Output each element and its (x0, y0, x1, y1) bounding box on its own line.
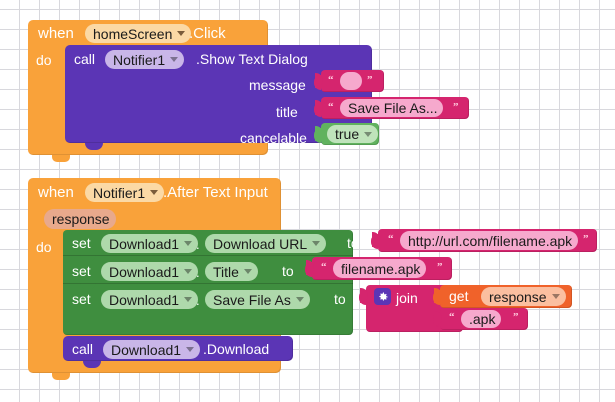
call-method-label: .Show Text Dialog (196, 51, 308, 67)
method-call-bottom-notch (85, 143, 103, 150)
text-block-title-value-plug (306, 260, 314, 275)
event2-component-dropdown[interactable]: Notifier1 (85, 183, 165, 202)
text-field-download-url-value: http://url.com/filename.apk (408, 232, 573, 249)
text-block-message-plug (315, 73, 323, 88)
text-field-title-value: Save File As... (348, 100, 438, 116)
close-quote-icon: ” (453, 101, 459, 113)
join-block-plug (360, 288, 368, 303)
call-component-label: Notifier1 (113, 51, 166, 68)
text-field-download-url[interactable]: http://url.com/filename.apk (400, 231, 579, 250)
call-2-component-label: Download1 (111, 341, 182, 358)
text-block-download-url-plug (372, 232, 380, 247)
setter-2-component-dropdown[interactable]: Download1 (101, 262, 199, 281)
get-label: get (449, 288, 469, 304)
text-field-apk[interactable]: .apk (461, 310, 502, 328)
setter-2-component-label: Download1 (109, 263, 180, 280)
close-quote-icon: ” (513, 311, 519, 323)
call-2-component-dropdown[interactable]: Download1 (103, 340, 201, 359)
open-quote-icon: “ (388, 233, 394, 245)
join-label: join (396, 290, 418, 306)
open-quote-icon: “ (321, 261, 327, 273)
setter-2-property-label: Title (213, 263, 239, 280)
set-label-3: set (72, 291, 91, 307)
text-field-title-value[interactable]: filename.apk (333, 259, 427, 278)
boolean-block-plug (315, 126, 323, 141)
arg-label-title: title (276, 104, 298, 120)
event-name-label: .Click (189, 25, 226, 42)
text-field-apk-value: .apk (469, 311, 496, 327)
to-label-2: to (282, 263, 294, 279)
event-block-bottom-notch (52, 155, 70, 162)
method-call-download-bottom-notch (83, 361, 101, 368)
set-label-2: set (72, 263, 91, 279)
get-variable-label: response (489, 288, 547, 305)
setter-2-dot: . (196, 265, 200, 280)
chevron-down-icon (243, 269, 252, 274)
boolean-dropdown-true[interactable]: true (327, 125, 379, 143)
setter-3-dot: . (196, 293, 200, 308)
when-label-2: when (38, 184, 74, 201)
call-component-dropdown[interactable]: Notifier1 (105, 50, 185, 69)
chevron-down-icon (170, 57, 179, 62)
chevron-down-icon (184, 297, 193, 302)
gear-icon[interactable] (374, 288, 391, 305)
open-quote-icon: “ (328, 74, 334, 86)
call-2-method-label: .Download (203, 341, 270, 357)
event-block2-bottom-notch (52, 373, 70, 380)
setter-row-2-divider (63, 283, 353, 284)
setter-2-property-dropdown[interactable]: Title (205, 262, 258, 281)
event-parameter-label: response (52, 211, 110, 227)
open-quote-icon: “ (328, 101, 334, 113)
setter-1-dot: . (196, 237, 200, 252)
chevron-down-icon (177, 31, 186, 36)
setter-3-property-label: Save File As (213, 291, 291, 308)
close-quote-icon: ” (437, 261, 443, 273)
event2-name-label: .After Text Input (163, 184, 268, 201)
arg-label-cancelable: cancelable (240, 130, 307, 146)
setter-1-component-label: Download1 (109, 235, 180, 252)
event-component-label: homeScreen (93, 25, 173, 42)
get-variable-dropdown[interactable]: response (481, 287, 566, 306)
text-block-apk-plug (434, 311, 442, 326)
event-component-dropdown[interactable]: homeScreen (85, 24, 192, 43)
call-label: call (74, 51, 96, 67)
close-quote-icon: ” (367, 74, 373, 86)
setter-3-component-label: Download1 (109, 291, 180, 308)
arg-label-message: message (249, 77, 306, 93)
open-quote-icon: “ (449, 311, 455, 323)
call-label-2: call (72, 341, 94, 357)
chevron-down-icon (551, 294, 560, 299)
setter-1-property-label: Download URL (213, 235, 308, 252)
chevron-down-icon (150, 190, 159, 195)
to-label-1: to (347, 235, 359, 251)
get-variable-block-plug (434, 288, 442, 303)
text-field-title[interactable]: Save File As... (340, 99, 444, 117)
chevron-down-icon (184, 269, 193, 274)
boolean-value-label: true (335, 126, 360, 142)
text-field-title-value-text: filename.apk (341, 260, 421, 277)
setter-1-property-dropdown[interactable]: Download URL (205, 234, 327, 253)
chevron-down-icon (186, 347, 195, 352)
text-block-title-plug (315, 100, 323, 115)
setter-row-2-notch (80, 283, 96, 289)
event-parameter-response[interactable]: response (44, 209, 116, 229)
chevron-down-icon (312, 241, 321, 246)
close-quote-icon: ” (583, 233, 589, 245)
setter-1-component-dropdown[interactable]: Download1 (101, 234, 199, 253)
event2-component-label: Notifier1 (93, 184, 146, 201)
chevron-down-icon (364, 131, 373, 137)
to-label-3: to (334, 291, 346, 307)
chevron-down-icon (184, 241, 193, 246)
set-label-1: set (72, 235, 91, 251)
setter-row-1-notch (80, 255, 96, 261)
do-label: do (36, 52, 52, 68)
setter-3-component-dropdown[interactable]: Download1 (101, 290, 199, 309)
setter-3-property-dropdown[interactable]: Save File As (205, 290, 310, 309)
when-label: when (38, 25, 74, 42)
do-label-2: do (36, 239, 52, 255)
text-field-message[interactable] (340, 72, 362, 90)
setter-row-1-divider (63, 255, 353, 256)
chevron-down-icon (295, 297, 304, 302)
